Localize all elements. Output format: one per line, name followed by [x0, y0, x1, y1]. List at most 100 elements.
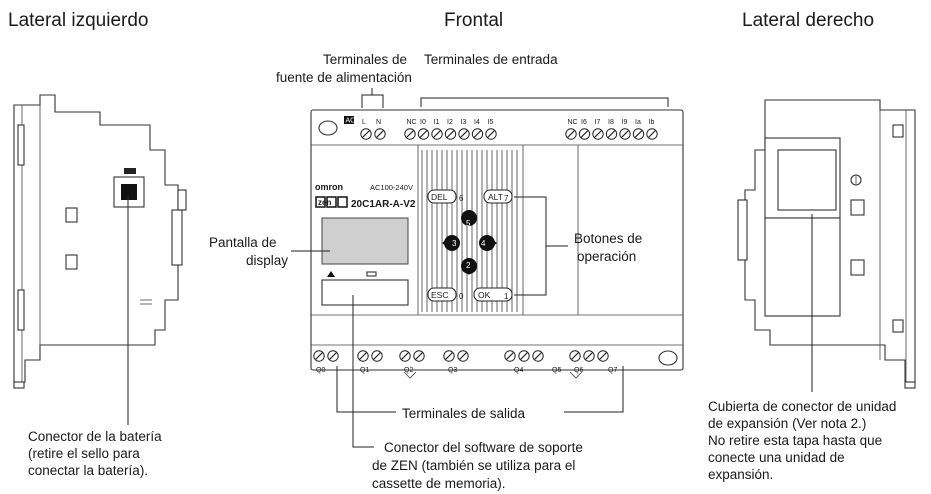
input-screw	[578, 128, 591, 140]
output-terminals-label: Terminales de salida	[402, 406, 526, 421]
svg-text:Terminales de: Terminales de	[323, 52, 407, 67]
svg-text:Botones de: Botones de	[574, 231, 642, 246]
zen-logo: zen	[318, 198, 331, 207]
svg-text:5: 5	[466, 219, 471, 228]
lcd-display	[321, 217, 409, 265]
svg-text:L: L	[362, 119, 366, 126]
left-side-view	[13, 94, 187, 389]
svg-text:1: 1	[504, 292, 509, 301]
input-screw	[485, 128, 497, 140]
header-left-side: Lateral izquierdo	[8, 10, 148, 31]
output-bracket-left	[336, 366, 396, 413]
output-screw	[413, 350, 425, 362]
alt-button[interactable]	[483, 189, 513, 204]
input-screw	[444, 128, 457, 140]
input-terminals-label: Terminales de entrada	[424, 52, 558, 67]
svg-text:operación: operación	[577, 249, 636, 264]
clip-square-upper	[65, 207, 78, 223]
output-screw	[457, 350, 469, 362]
input-pin-label: NC	[568, 119, 578, 126]
clip-square-right-upper	[850, 199, 865, 216]
svg-text:expansión.: expansión.	[708, 467, 773, 482]
latch-left	[403, 371, 417, 379]
output-screw	[532, 350, 544, 362]
input-pin-label: I2	[447, 119, 453, 126]
software-connector	[321, 279, 409, 306]
svg-text:7: 7	[504, 194, 509, 203]
op-buttons-label: Botones de operación	[574, 231, 642, 264]
vent-grille	[421, 150, 518, 312]
output-pin-label: Q6	[574, 367, 583, 374]
mount-hole-top	[318, 120, 338, 136]
del-button[interactable]	[427, 189, 457, 204]
input-pin-label: I3	[461, 119, 467, 126]
svg-text:Conector del software de sopor: Conector del software de soporte	[384, 440, 583, 455]
output-screw	[569, 350, 581, 362]
clip-square-right-lower	[850, 259, 865, 276]
svg-text:ALT: ALT	[488, 192, 503, 202]
output-screw	[583, 350, 595, 362]
expansion-cover-label: Cubierta de conector de unidad de expans…	[708, 399, 896, 482]
svg-text:fuente de alimentación: fuente de alimentación	[276, 70, 412, 85]
input-pin-label: I8	[608, 119, 614, 126]
display-label: Pantalla de display	[209, 235, 288, 268]
svg-text:AC: AC	[346, 118, 356, 125]
input-pin-label: I5	[488, 119, 494, 126]
input-screw	[404, 128, 416, 140]
software-leader-line	[352, 295, 374, 448]
input-pin-label: NC	[407, 119, 417, 126]
header-right-side: Lateral derecho	[742, 10, 874, 31]
output-terminal-screws	[313, 350, 609, 362]
input-pin-label: I7	[595, 119, 601, 126]
svg-text:0: 0	[459, 292, 464, 301]
input-pin-label: Ib	[649, 119, 655, 126]
input-pin-label: I9	[622, 119, 628, 126]
svg-text:6: 6	[459, 194, 464, 203]
right-side-view	[737, 99, 916, 389]
ok-button[interactable]	[473, 287, 513, 302]
svg-text:(retire el sello para: (retire el sello para	[28, 446, 140, 461]
input-pin-label: I4	[474, 119, 480, 126]
input-screw	[632, 128, 645, 140]
svg-text:Cubierta de conector de unidad: Cubierta de conector de unidad	[708, 399, 896, 414]
output-pin-label: Q2	[404, 367, 413, 374]
input-screw	[417, 128, 430, 140]
output-screw	[327, 350, 339, 362]
input-pin-label: I6	[581, 119, 587, 126]
output-screw	[518, 350, 530, 362]
svg-text:de expansión (Ver nota 2.): de expansión (Ver nota 2.)	[708, 416, 866, 431]
power-terminals-bracket	[361, 94, 384, 108]
input-screw	[646, 128, 658, 140]
operation-buttons: DEL 6 ALT 7 ESC 0 OK 1 5 3 4 2	[427, 189, 513, 302]
output-pin-label: Q7	[608, 367, 617, 374]
svg-text:4: 4	[481, 239, 486, 248]
svg-text:conecte una unidad de: conecte una unidad de	[708, 450, 845, 465]
cursor-indicator	[327, 271, 335, 277]
power-terminals-label: Terminales de fuente de alimentación	[276, 52, 412, 85]
output-screw	[504, 350, 516, 362]
esc-button[interactable]	[427, 287, 457, 302]
software-connector-label: Conector del software de soporte de ZEN …	[372, 440, 583, 491]
svg-text:cassette de memoria).: cassette de memoria).	[372, 476, 506, 491]
input-screw	[565, 128, 577, 140]
input-screw	[619, 128, 631, 140]
input-terminals-bracket	[420, 97, 669, 107]
input-pin-label: I0	[420, 119, 426, 126]
output-pin-label: Q0	[316, 367, 325, 374]
output-pin-label: Q3	[448, 367, 457, 374]
battery-connector	[121, 184, 137, 200]
svg-text:Conector de la batería: Conector de la batería	[28, 429, 162, 444]
output-screw	[597, 350, 609, 362]
output-screw	[443, 350, 455, 362]
svg-text:N: N	[376, 119, 381, 126]
power-terminals: AC L N	[344, 116, 381, 126]
svg-text:2: 2	[466, 261, 471, 270]
output-pin-label: Q4	[514, 367, 523, 374]
battery-label: Conector de la batería (retire el sello …	[28, 429, 162, 478]
mount-hole-bottom	[658, 350, 678, 366]
clip-square-lower	[65, 254, 78, 270]
svg-text:ESC: ESC	[431, 290, 448, 300]
